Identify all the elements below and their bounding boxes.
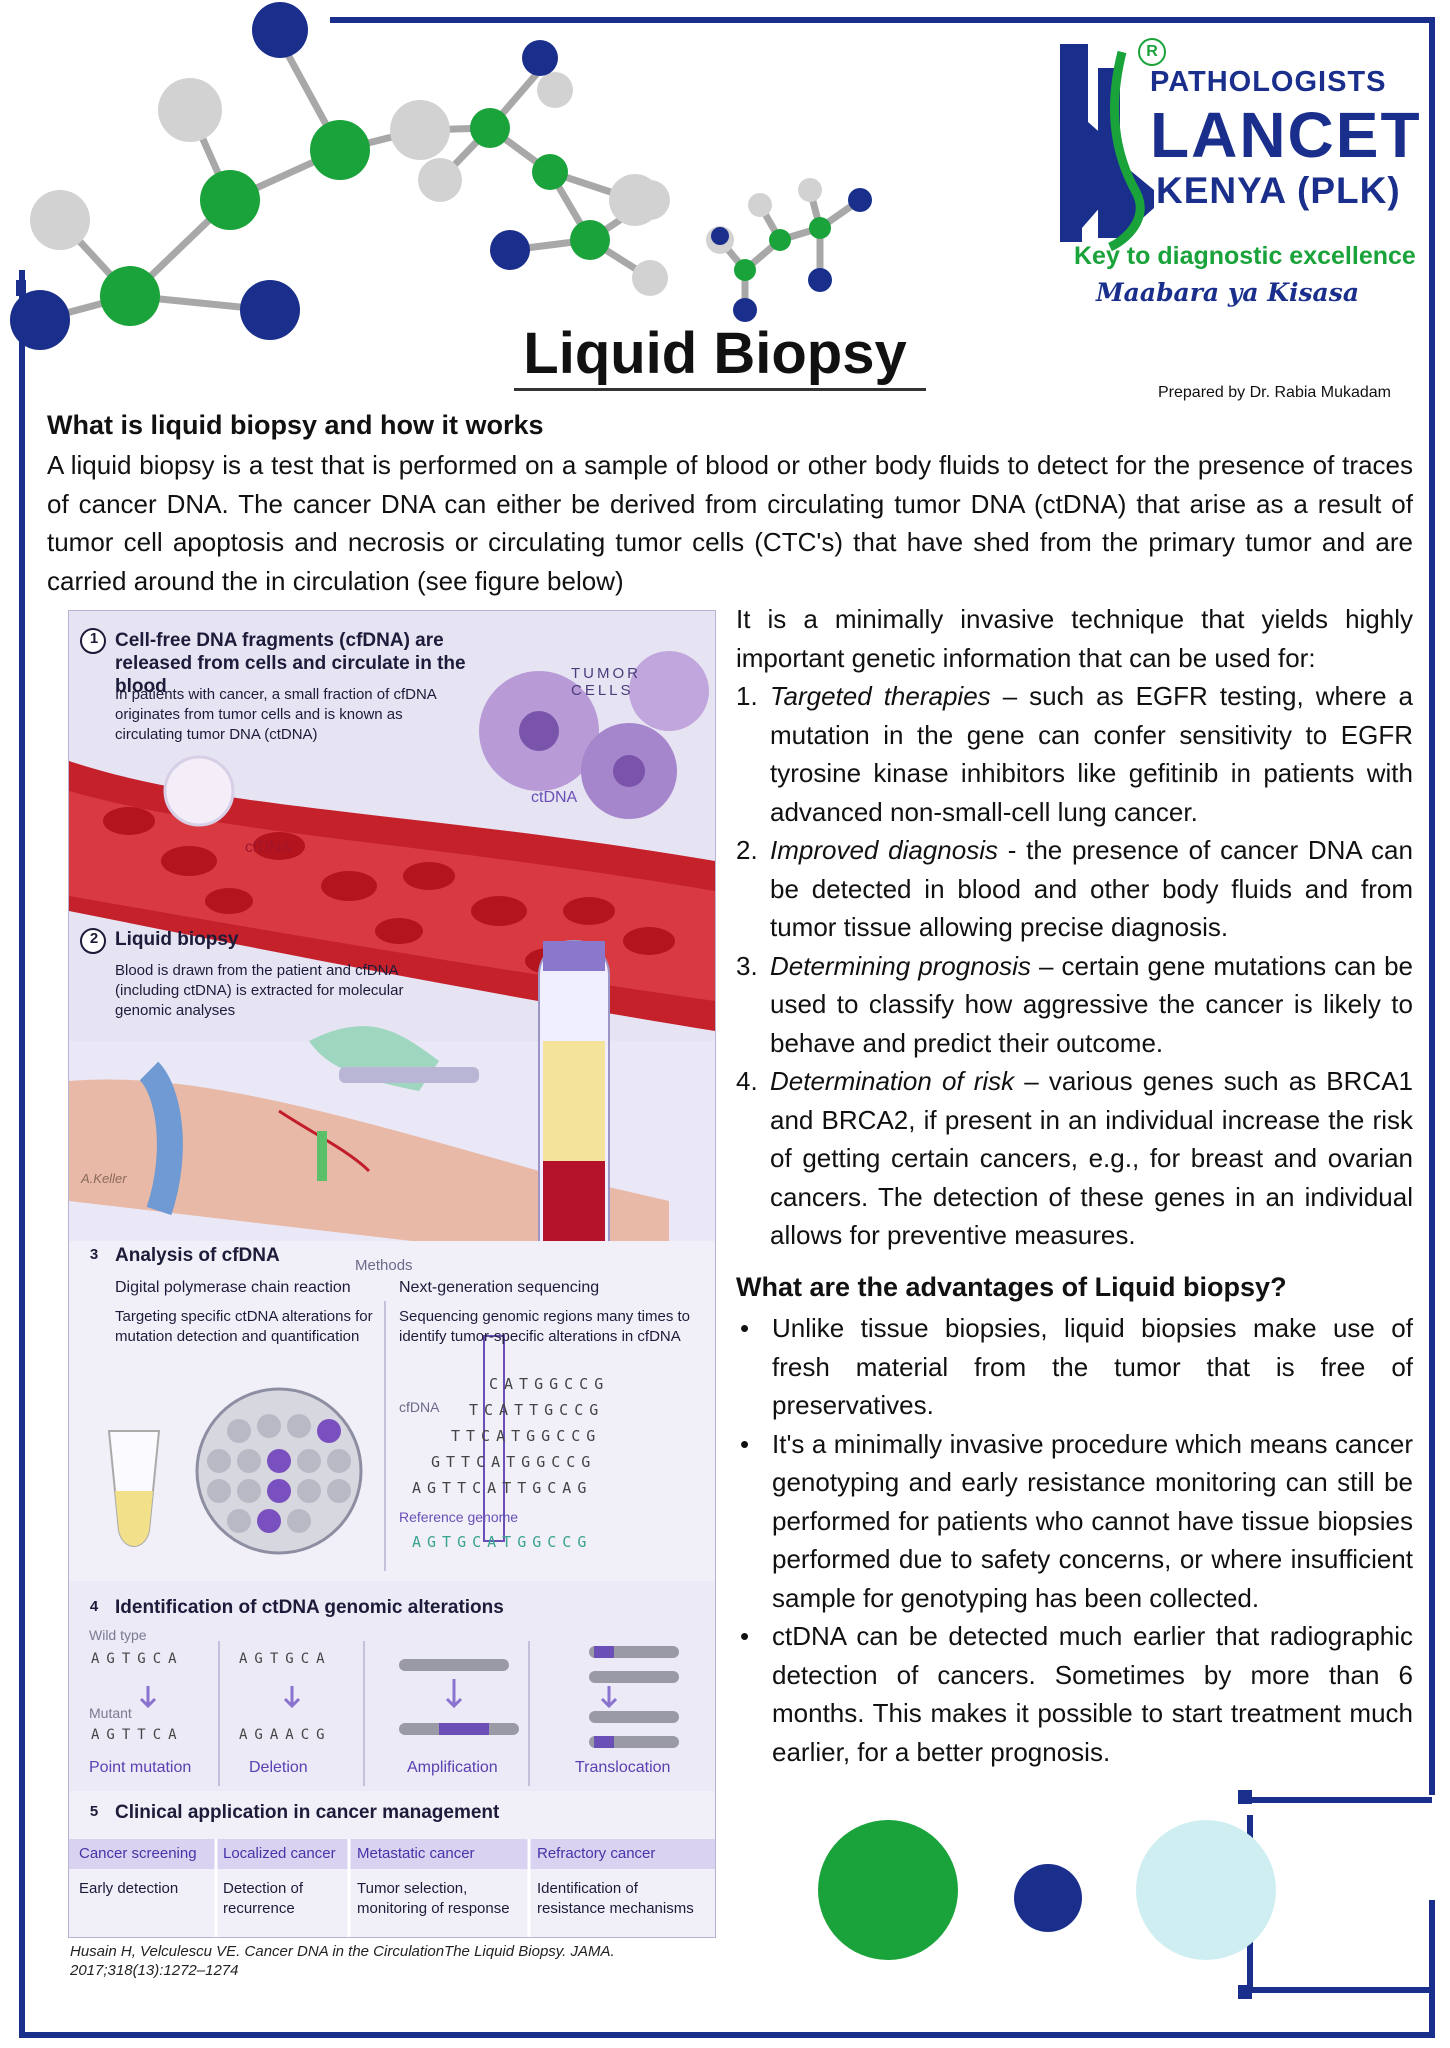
- figure-alteration-deletion: Deletion: [249, 1759, 308, 1776]
- figure-tumor-cells-label: TUMOR CELLS: [571, 665, 641, 699]
- figure-app-body-localized: Detection of recurrence: [223, 1880, 304, 1917]
- decorative-green-circle: [818, 1820, 958, 1960]
- bullet-icon: •: [740, 1621, 750, 1651]
- figure-step-3-title: Analysis of cfDNA: [115, 1245, 280, 1266]
- figure-ngs-cfdna-label: cfDNA: [399, 1399, 440, 1415]
- figure-artist-signature: A.Keller: [81, 1171, 127, 1186]
- registered-mark-icon: R: [1138, 38, 1166, 66]
- figure-point-mutant-seq: AGTTCA: [91, 1727, 184, 1743]
- page-title: Liquid Biopsy: [523, 321, 907, 386]
- intro-paragraph: A liquid biopsy is a test that is perfor…: [47, 450, 1413, 596]
- figure-read-4: GTTCATGGCCG: [431, 1453, 597, 1471]
- figure-ngs-body: Sequencing genomic regions many times to…: [399, 1308, 690, 1345]
- figure-step-2-title: Liquid biopsy: [115, 929, 239, 950]
- figure-citation: Husain H, Velculescu VE. Cancer DNA in t…: [70, 1943, 615, 1979]
- figure-app-header-metastatic: Metastatic cancer: [357, 1845, 475, 1862]
- uses-intro: It is a minimally invasive technique tha…: [736, 604, 1413, 673]
- figure-app-body-refractory: Identification of resistance mechanisms: [537, 1880, 694, 1917]
- section-heading-what-is: What is liquid biopsy and how it works: [47, 410, 544, 440]
- bullet-icon: •: [740, 1428, 750, 1459]
- list-item: •ctDNA can be detected much earlier that…: [736, 1617, 1413, 1771]
- figure-dpcr-title: Digital polymerase chain reaction: [115, 1279, 351, 1296]
- figure-deletion-seq: AGAACG: [239, 1727, 332, 1743]
- figure-read-1: CATGGCCG: [489, 1375, 610, 1393]
- figure-step-1-body: In patients with cancer, a small fractio…: [115, 686, 436, 743]
- figure-step-2-number: 2: [89, 930, 99, 947]
- figure-alteration-point-mutation: Point mutation: [89, 1759, 192, 1776]
- figure-step-4-title: Identification of ctDNA genomic alterati…: [115, 1597, 504, 1618]
- figure-read-3: TTCATGGCCG: [451, 1427, 602, 1445]
- figure-step-3-number: 3: [89, 1246, 99, 1263]
- figure-ngs-title: Next-generation sequencing: [399, 1279, 600, 1296]
- list-item: 1.Targeted therapies – such as EGFR test…: [736, 681, 1414, 827]
- figure-app-body-metastatic: Tumor selection, monitoring of response: [357, 1880, 510, 1917]
- figure-app-header-screening: Cancer screening: [79, 1845, 197, 1862]
- figure-step-5-number: 5: [89, 1803, 99, 1820]
- figure-methods-label: Methods: [355, 1257, 413, 1274]
- section-heading-advantages: What are the advantages of Liquid biopsy…: [736, 1272, 1287, 1302]
- figure-read-5: AGTTCATTGCAG: [412, 1479, 593, 1497]
- figure-app-body-screening: Early detection: [79, 1880, 179, 1897]
- figure-step-2-body: Blood is drawn from the patient and cfDN…: [115, 962, 404, 1019]
- figure-app-header-localized: Localized cancer: [223, 1845, 336, 1862]
- list-item: 2.Improved diagnosis - the presence of c…: [736, 835, 1413, 942]
- figure-step-1-number: 1: [89, 630, 99, 647]
- figure-read-2: TCATTGCCG: [469, 1401, 605, 1419]
- figure-wild-type-label: Wild type: [89, 1627, 147, 1643]
- logo-line-kenya: KENYA (PLK): [1156, 170, 1401, 211]
- figure-wild-seq-2: AGTGCA: [239, 1651, 332, 1667]
- figure-alteration-translocation: Translocation: [575, 1759, 671, 1776]
- advantages-list: •Unlike tissue biopsies, liquid biopsies…: [736, 1309, 1413, 1771]
- decorative-light-blue-circle: [1136, 1820, 1276, 1960]
- figure-app-header-refractory: Refractory cancer: [537, 1845, 656, 1862]
- figure-cfdna-label: cfDNA: [245, 839, 292, 856]
- bullet-icon: •: [740, 1313, 750, 1343]
- list-item: •Unlike tissue biopsies, liquid biopsies…: [736, 1309, 1413, 1425]
- figure-dpcr-body: Targeting specific ctDNA alterations for…: [115, 1308, 373, 1345]
- prepared-by: Prepared by Dr. Rabia Mukadam: [1158, 384, 1391, 401]
- figure-step-1-title: Cell-free DNA fragments (cfDNA) are rele…: [115, 630, 466, 697]
- logo-line-lancet: LANCET: [1150, 99, 1422, 171]
- figure-mutant-label: Mutant: [89, 1705, 132, 1721]
- figure-reference-sequence: AGTGCATGGCCG: [412, 1533, 593, 1551]
- figure-alteration-amplification: Amplification: [407, 1759, 498, 1776]
- uses-list: 1.Targeted therapies – such as EGFR test…: [736, 677, 1413, 1255]
- logo-tagline: Key to diagnostic excellence: [1074, 242, 1416, 270]
- list-item: 4.Determination of risk – various genes …: [736, 1066, 1413, 1250]
- logo-swahili-tagline: Maabara ya Kisasa: [1096, 278, 1360, 307]
- list-item: •It's a minimally invasive procedure whi…: [736, 1425, 1413, 1618]
- logo-line-pathologists: PATHOLOGISTS: [1150, 66, 1387, 98]
- figure-step-4-number: 4: [89, 1598, 99, 1615]
- figure-illustration: [69, 611, 715, 1937]
- figure-wild-seq-1: AGTGCA: [91, 1651, 184, 1667]
- figure-step-5-title: Clinical application in cancer managemen…: [115, 1802, 500, 1823]
- title-underline: [514, 388, 926, 391]
- figure-ctdna-label: ctDNA: [531, 789, 578, 806]
- figure-reference-label: Reference genome: [399, 1509, 519, 1525]
- plk-logo-mark: [1060, 44, 1154, 252]
- decorative-navy-circle: [1014, 1864, 1082, 1932]
- list-item: 3.Determining prognosis – certain gene m…: [736, 950, 1413, 1058]
- liquid-biopsy-figure: 1 Cell-free DNA fragments (cfDNA) are re…: [68, 610, 716, 1938]
